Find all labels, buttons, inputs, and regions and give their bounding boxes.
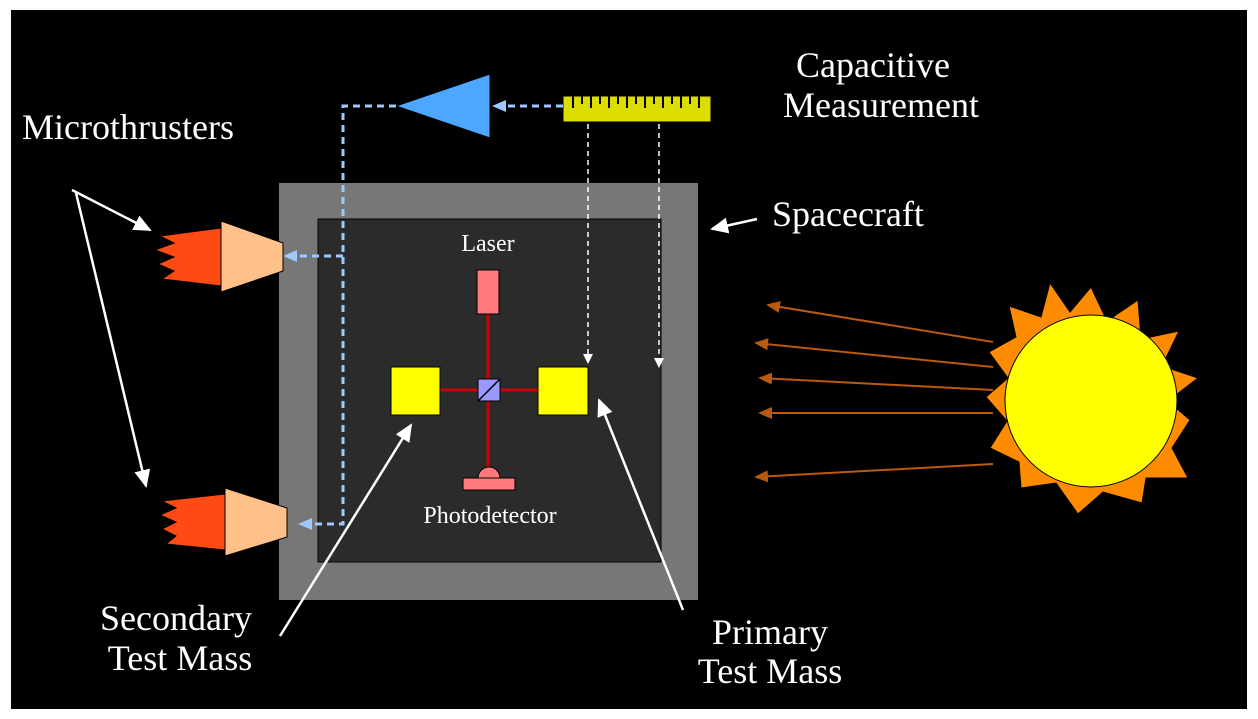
primary-label-line1: Primary [712,612,828,652]
microthrusters-label: Microthrusters [22,107,234,147]
ruler-icon [562,95,712,123]
secondary-test-mass [390,366,441,416]
amplifier-icon [394,73,491,139]
primary-test-mass [537,366,589,416]
photodetector-icon [462,466,516,491]
sunlight-arrows [754,301,994,483]
laser-icon [476,269,500,315]
spacecraft-label: Spacecraft [772,194,924,234]
primary-label-line2: Test Mass [698,651,842,691]
photodetector-label: Photodetector [423,503,556,529]
secondary-label-line1: Secondary [100,598,252,638]
primary-arrow [597,398,685,611]
secondary-arrow [278,423,413,637]
capacitive-label-line1: Capacitive [796,45,950,85]
thruster-icon [158,487,288,557]
capacitive-label-line2: Measurement [783,85,979,125]
microthrusters-arrow-lower [74,192,151,488]
beamsplitter-icon [477,378,501,402]
secondary-label-line2: Test Mass [108,638,252,678]
sun-icon [985,281,1200,515]
thruster-icon [153,220,284,293]
microthrusters-arrow-upper [71,188,152,232]
spacecraft-arrow [710,217,758,234]
signal-amp-to-thrusters [298,104,396,530]
laser-label: Laser [461,231,514,257]
